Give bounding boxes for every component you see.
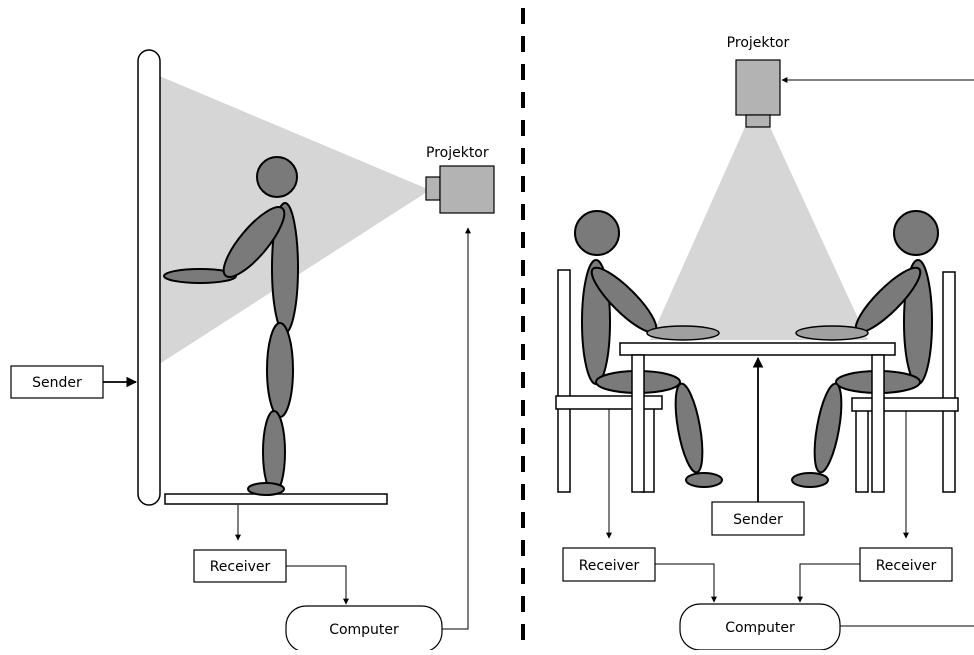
right-receiver-right-to-computer-arrow [797, 563, 860, 603]
right-sender-label: Sender [733, 512, 783, 528]
right-projector-label: Projektor [727, 35, 790, 51]
right-projector-icon [735, 59, 781, 128]
receiver-to-computer-arrow [286, 565, 349, 605]
standing-person [163, 156, 299, 496]
left-computer-label: Computer [329, 622, 399, 638]
floor-plate [164, 493, 388, 505]
left-receiver-label: Receiver [210, 559, 271, 575]
left-sender-label: Sender [32, 375, 82, 391]
wall-screen [137, 49, 161, 506]
right-plate-left [646, 325, 720, 341]
right-projection-beam [650, 127, 868, 340]
left-chair [555, 269, 663, 493]
left-receiver-box [193, 549, 287, 583]
right-receiver-left-to-computer-arrow [655, 563, 717, 603]
left-projector-label: Projektor [426, 145, 489, 161]
right-panel: Projektor [555, 35, 974, 651]
right-receiver-left-box [562, 547, 656, 582]
left-projector-icon [425, 165, 495, 214]
right-receiver-left-label: Receiver [579, 558, 640, 574]
right-sender-box [711, 501, 805, 536]
computer-to-projector-arrow [442, 227, 471, 630]
right-receiver-right-label: Receiver [876, 558, 937, 574]
right-plate-right [795, 325, 869, 341]
table [619, 342, 896, 493]
left-panel: Projektor Sender Receiver Computer [10, 49, 495, 653]
right-computer-label: Computer [725, 620, 795, 636]
